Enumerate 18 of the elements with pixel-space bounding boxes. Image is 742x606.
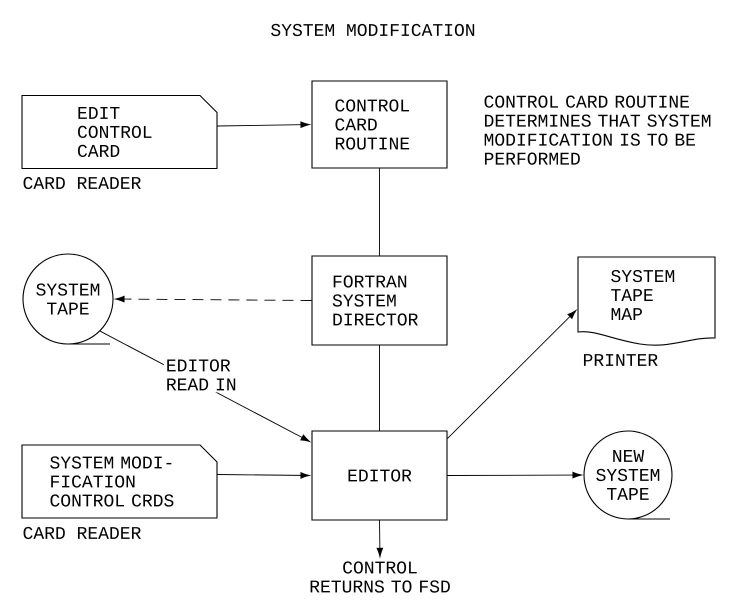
tape-reel: NEW SYSTEM TAPE (583, 430, 673, 520)
device-label: PRINTER (584, 354, 658, 366)
process-box: EDITOR (311, 430, 448, 521)
arrow (376, 520, 384, 558)
note-text: CONTROL CARD ROUTINE DETERMINES THAT SYSTEM MODIFICATION IS TO BE PERFORMED (484, 96, 710, 165)
edge-label: EDITOR READ IN (164, 357, 248, 392)
arrow (447, 310, 576, 439)
arrow (217, 472, 310, 479)
arrow (447, 472, 582, 478)
note-text: CONTROL RETURNS TO FSD (310, 561, 450, 593)
process-box: CONTROL CARD ROUTINE (311, 80, 448, 169)
device-label: CARD READER (24, 526, 141, 540)
process-box: FORTRAN SYSTEM DIRECTOR (311, 255, 448, 346)
arrow (217, 121, 310, 128)
tape-reel: SYSTEM TAPE (22, 253, 114, 345)
arrow (115, 296, 312, 302)
diagram-title: SYSTEM MODIFICATION (271, 24, 474, 36)
device-label: CARD READER (24, 176, 141, 190)
